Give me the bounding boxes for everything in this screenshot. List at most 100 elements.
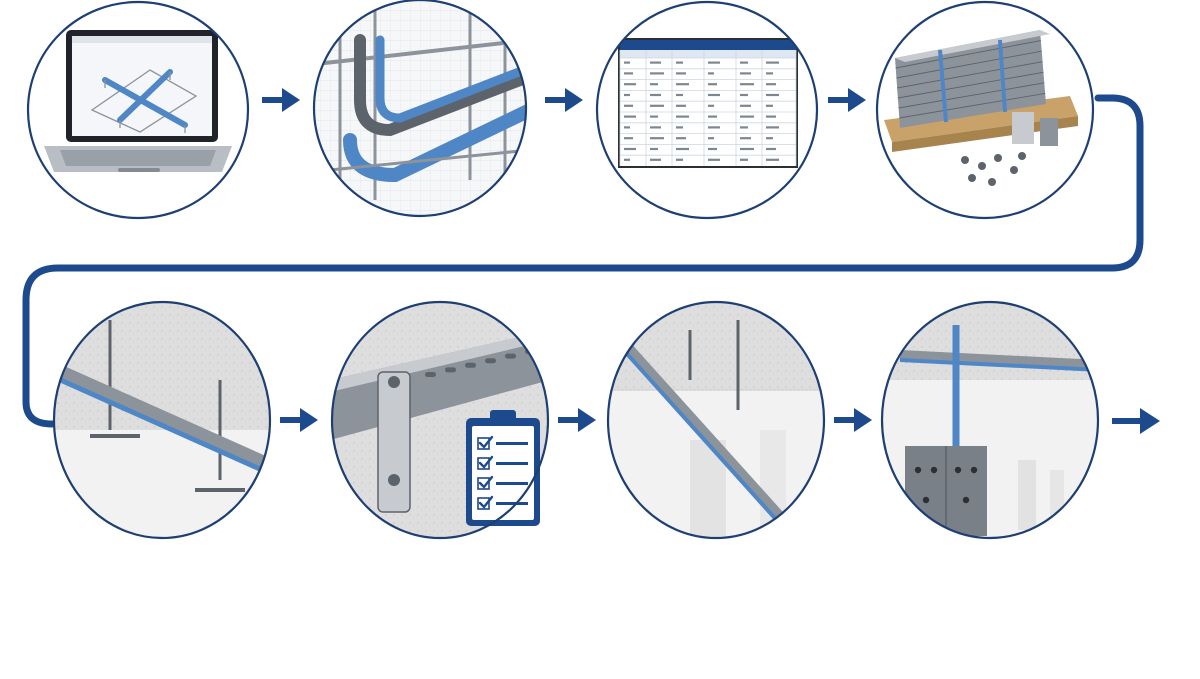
table-cell	[740, 72, 751, 75]
table-cell	[766, 158, 779, 161]
laptop-cad-icon	[44, 30, 232, 172]
table-cell	[708, 104, 714, 107]
table-cell	[740, 61, 748, 64]
checklist-item	[477, 475, 528, 490]
table-cell	[740, 147, 754, 151]
table-cell	[708, 147, 717, 151]
table-cell	[766, 61, 779, 64]
step-4-circle	[877, 2, 1093, 218]
serpentine-connector	[22, 94, 1144, 428]
table-cell	[766, 104, 773, 107]
clipboard-checklist-icon	[466, 410, 540, 526]
checkmark-icon	[478, 435, 494, 449]
table-cell	[676, 72, 686, 75]
arrow-right-icon	[262, 88, 300, 112]
table-cell	[766, 93, 779, 97]
table-cell	[708, 137, 714, 140]
table-cell	[708, 72, 714, 75]
table-cell	[624, 104, 633, 107]
table-cell	[676, 137, 686, 140]
bolt-icon	[968, 174, 976, 182]
table-cell	[624, 115, 636, 118]
table-cell	[708, 93, 720, 97]
table-cell	[766, 83, 776, 86]
step-3-circle	[597, 2, 817, 218]
switch-knob	[914, 466, 922, 474]
step-1-circle	[28, 2, 248, 218]
arrow-right-icon	[280, 408, 318, 432]
arrow-right-icon	[834, 408, 872, 432]
table-cell	[708, 126, 720, 129]
table-cell	[766, 126, 779, 129]
switchgear-room-icon	[882, 302, 1098, 538]
table-cell	[740, 126, 748, 129]
table-cell	[650, 147, 658, 151]
table-cell	[766, 147, 776, 151]
table-cell	[650, 126, 661, 129]
table-cell	[676, 126, 683, 129]
material-pallet-icon	[884, 30, 1078, 186]
table-cell	[650, 72, 664, 75]
table-cell	[708, 115, 717, 118]
table-cell	[708, 61, 720, 64]
cable-tray-routing-icon	[314, 0, 526, 216]
step-6-circle	[332, 302, 548, 538]
table-cell	[676, 104, 686, 107]
arrow-right-icon	[558, 408, 596, 432]
table-cell	[624, 126, 630, 129]
table-cell	[766, 115, 776, 118]
table-cell	[708, 158, 720, 161]
table-cell	[676, 83, 689, 86]
switch-knob	[962, 496, 970, 504]
table-cell	[676, 115, 689, 118]
bolt-icon	[994, 154, 1002, 162]
table-cell	[650, 83, 658, 86]
table-cell	[676, 158, 683, 161]
switch-knob	[930, 466, 938, 474]
bolt-icon	[1010, 166, 1018, 174]
table-cell	[740, 158, 748, 161]
checkmark-icon	[478, 475, 494, 489]
table-cell	[650, 158, 661, 161]
checkmark-icon	[478, 495, 494, 509]
bolt-icon	[978, 162, 986, 170]
corridor-tray-icon	[608, 302, 824, 538]
table-cell	[624, 83, 636, 86]
table-cell	[740, 83, 754, 86]
arrow-right-icon	[828, 88, 866, 112]
checklist-item	[477, 495, 528, 510]
step-2-circle	[314, 0, 526, 216]
table-cell	[740, 93, 748, 97]
table-cell	[624, 147, 636, 151]
table-cell	[676, 93, 683, 97]
checklist-item	[477, 455, 528, 470]
schedule-table-icon	[618, 38, 798, 168]
table-cell	[650, 115, 658, 118]
table-cell	[676, 147, 689, 151]
table-cell	[624, 61, 630, 64]
table-cell	[740, 115, 754, 118]
switch-knob	[922, 496, 930, 504]
table-cell	[766, 137, 773, 140]
arrow-right-icon	[1112, 408, 1160, 434]
table-cell	[708, 83, 717, 86]
switch-knob	[970, 466, 978, 474]
table-cell	[650, 137, 664, 140]
table-cell	[650, 104, 664, 107]
bolt-icon	[988, 178, 996, 186]
table-cell	[766, 72, 773, 75]
bolt-icon	[1018, 152, 1026, 160]
bolt-icon	[961, 156, 969, 164]
table-cell	[650, 61, 661, 64]
table-cell	[740, 137, 751, 140]
checkmark-icon	[478, 455, 494, 469]
checklist-item	[477, 435, 528, 450]
table-cell	[624, 72, 633, 75]
table-cell	[676, 61, 683, 64]
switch-knob	[954, 466, 962, 474]
table-cell	[650, 93, 661, 97]
table-cell	[624, 93, 630, 97]
table-cell	[624, 137, 633, 140]
